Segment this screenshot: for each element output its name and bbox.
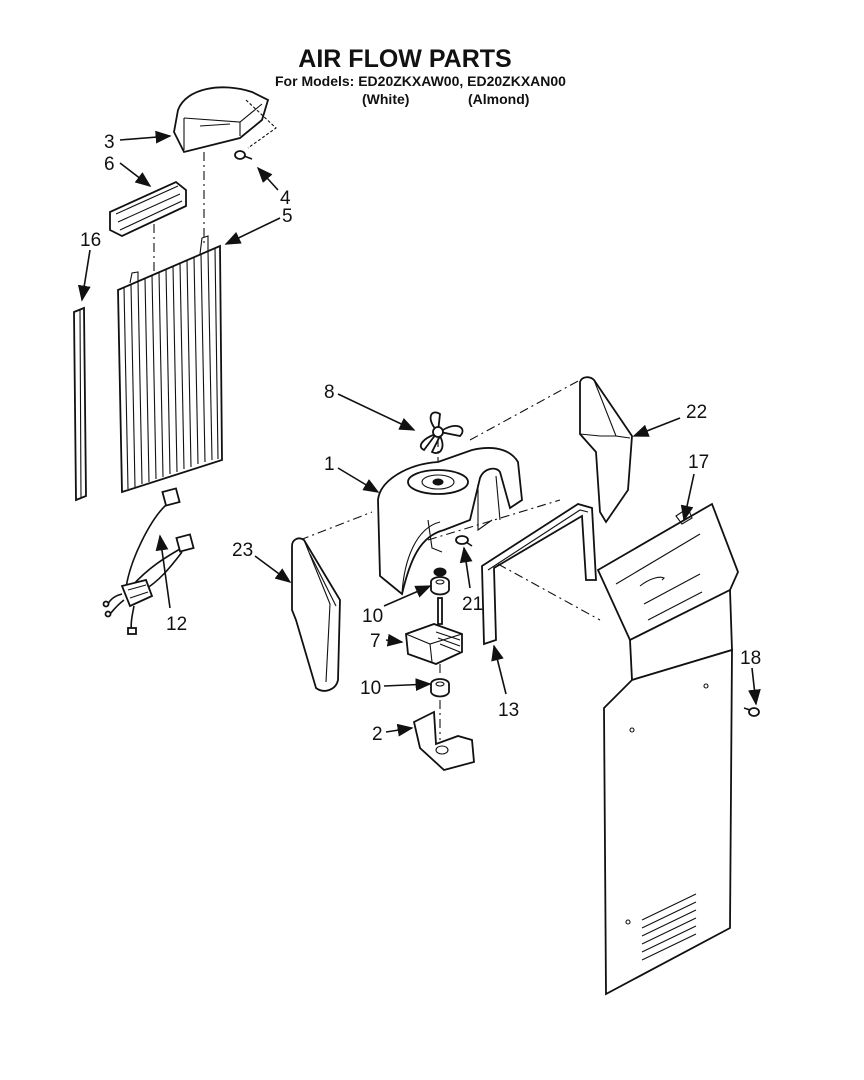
callout-5: 5 [282,206,293,227]
models-line: For Models: ED20ZKXAW00, ED20ZKXAN00 [275,73,566,89]
callout-21: 21 [462,594,483,615]
color-almond: (Almond) [468,91,529,107]
part-3-duct-cover [173,86,270,154]
page-title: AIR FLOW PARTS [298,45,511,73]
part-4-screw [234,150,253,160]
part-8-fan-blade [419,411,464,454]
part-23-left-duct [291,537,341,692]
part-7-fan-motor [405,597,463,676]
callout-1: 1 [324,454,335,475]
part-12-wiring-harness [102,487,195,635]
callout-10-lower: 10 [360,678,381,699]
part-21-screw [455,535,473,547]
callout-12: 12 [166,614,187,635]
callout-18: 18 [740,648,761,669]
callout-6: 6 [104,154,115,175]
callout-22: 22 [686,402,707,423]
part-17-evaporator-cover [596,502,739,996]
callout-23: 23 [232,540,253,561]
callout-3: 3 [104,132,115,153]
leader-lines [77,130,761,737]
part-22-right-duct [579,376,633,524]
part-10-upper-grommet [430,567,450,596]
part-18-screw [743,707,760,717]
color-white: (White) [362,91,409,107]
callout-17: 17 [688,452,709,473]
part-6-grille [109,180,187,237]
part-16-seal-strip [73,306,87,502]
part-5-evaporator-coil [117,235,223,494]
part-1-fan-shroud [377,447,523,596]
callout-4: 4 [280,188,291,209]
callout-10-upper: 10 [362,606,383,627]
part-2-motor-bracket [412,710,475,771]
callout-2: 2 [372,724,383,745]
callout-13: 13 [498,700,519,721]
callout-7: 7 [370,631,381,652]
callout-8: 8 [324,382,335,403]
part-13-gasket [481,503,597,646]
callout-16: 16 [80,230,101,251]
part-10-lower-grommet [430,678,450,698]
